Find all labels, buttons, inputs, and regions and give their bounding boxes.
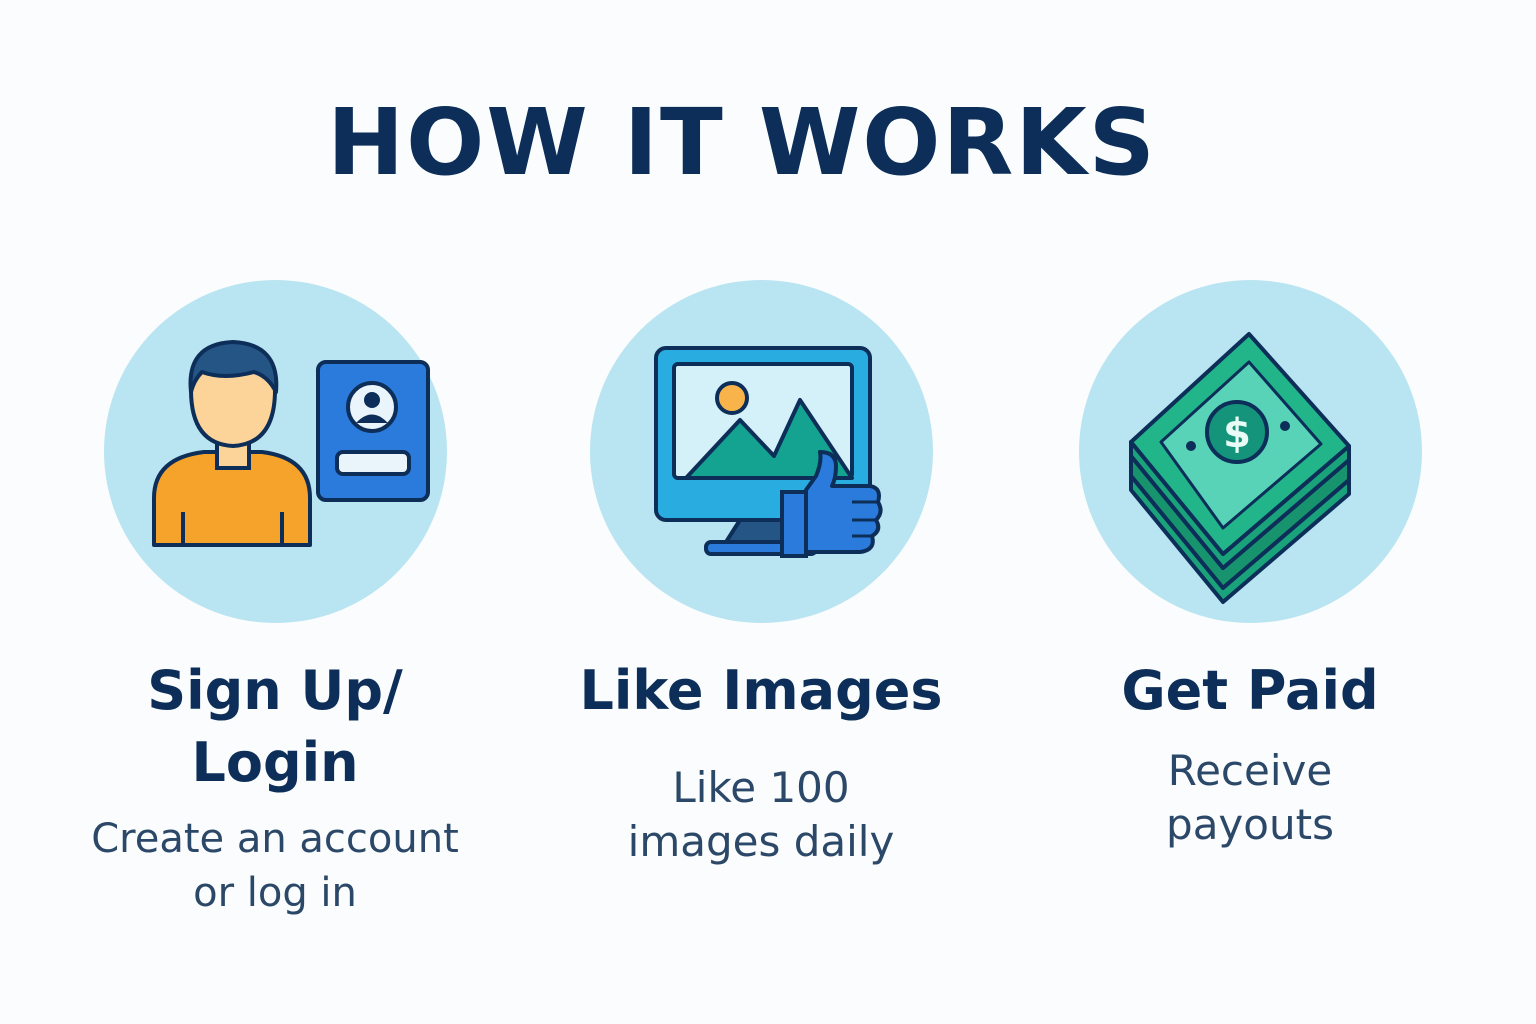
page-title: HOW IT WORKS bbox=[327, 89, 1157, 196]
step-title-line: Like Images bbox=[579, 659, 943, 722]
step-description: Like 100 images daily bbox=[541, 761, 981, 869]
step-icon-circle: $ bbox=[1079, 280, 1422, 623]
step-icon-circle bbox=[104, 280, 447, 623]
step-sign-up: Sign Up/ Login Create an account or log … bbox=[75, 280, 475, 960]
money-stack-icon: $ bbox=[1129, 332, 1351, 604]
step-title-line: Sign Up/ bbox=[147, 659, 403, 722]
step-title-line: Get Paid bbox=[1121, 659, 1379, 722]
step-description: Create an account or log in bbox=[55, 812, 495, 920]
step-description-line: payouts bbox=[1166, 800, 1334, 849]
svg-text:$: $ bbox=[1223, 411, 1251, 457]
monitor-thumbs-up-icon bbox=[654, 346, 883, 558]
step-icon-circle bbox=[590, 280, 933, 623]
step-description-line: or log in bbox=[193, 870, 357, 916]
step-title: Sign Up/ Login bbox=[75, 655, 475, 799]
step-description: Receive payouts bbox=[1030, 744, 1470, 852]
user-login-icon bbox=[152, 340, 430, 547]
step-like-images: Like Images Like 100 images daily bbox=[561, 280, 961, 960]
step-description-line: Create an account bbox=[91, 816, 459, 862]
step-title: Like Images bbox=[561, 655, 961, 727]
step-description-line: images daily bbox=[627, 817, 895, 866]
step-title: Get Paid bbox=[1050, 655, 1450, 727]
step-description-line: Like 100 bbox=[672, 763, 850, 812]
step-title-line: Login bbox=[191, 731, 359, 794]
step-get-paid: $ Get Paid Receive payouts bbox=[1050, 280, 1450, 960]
step-description-line: Receive bbox=[1167, 746, 1333, 795]
